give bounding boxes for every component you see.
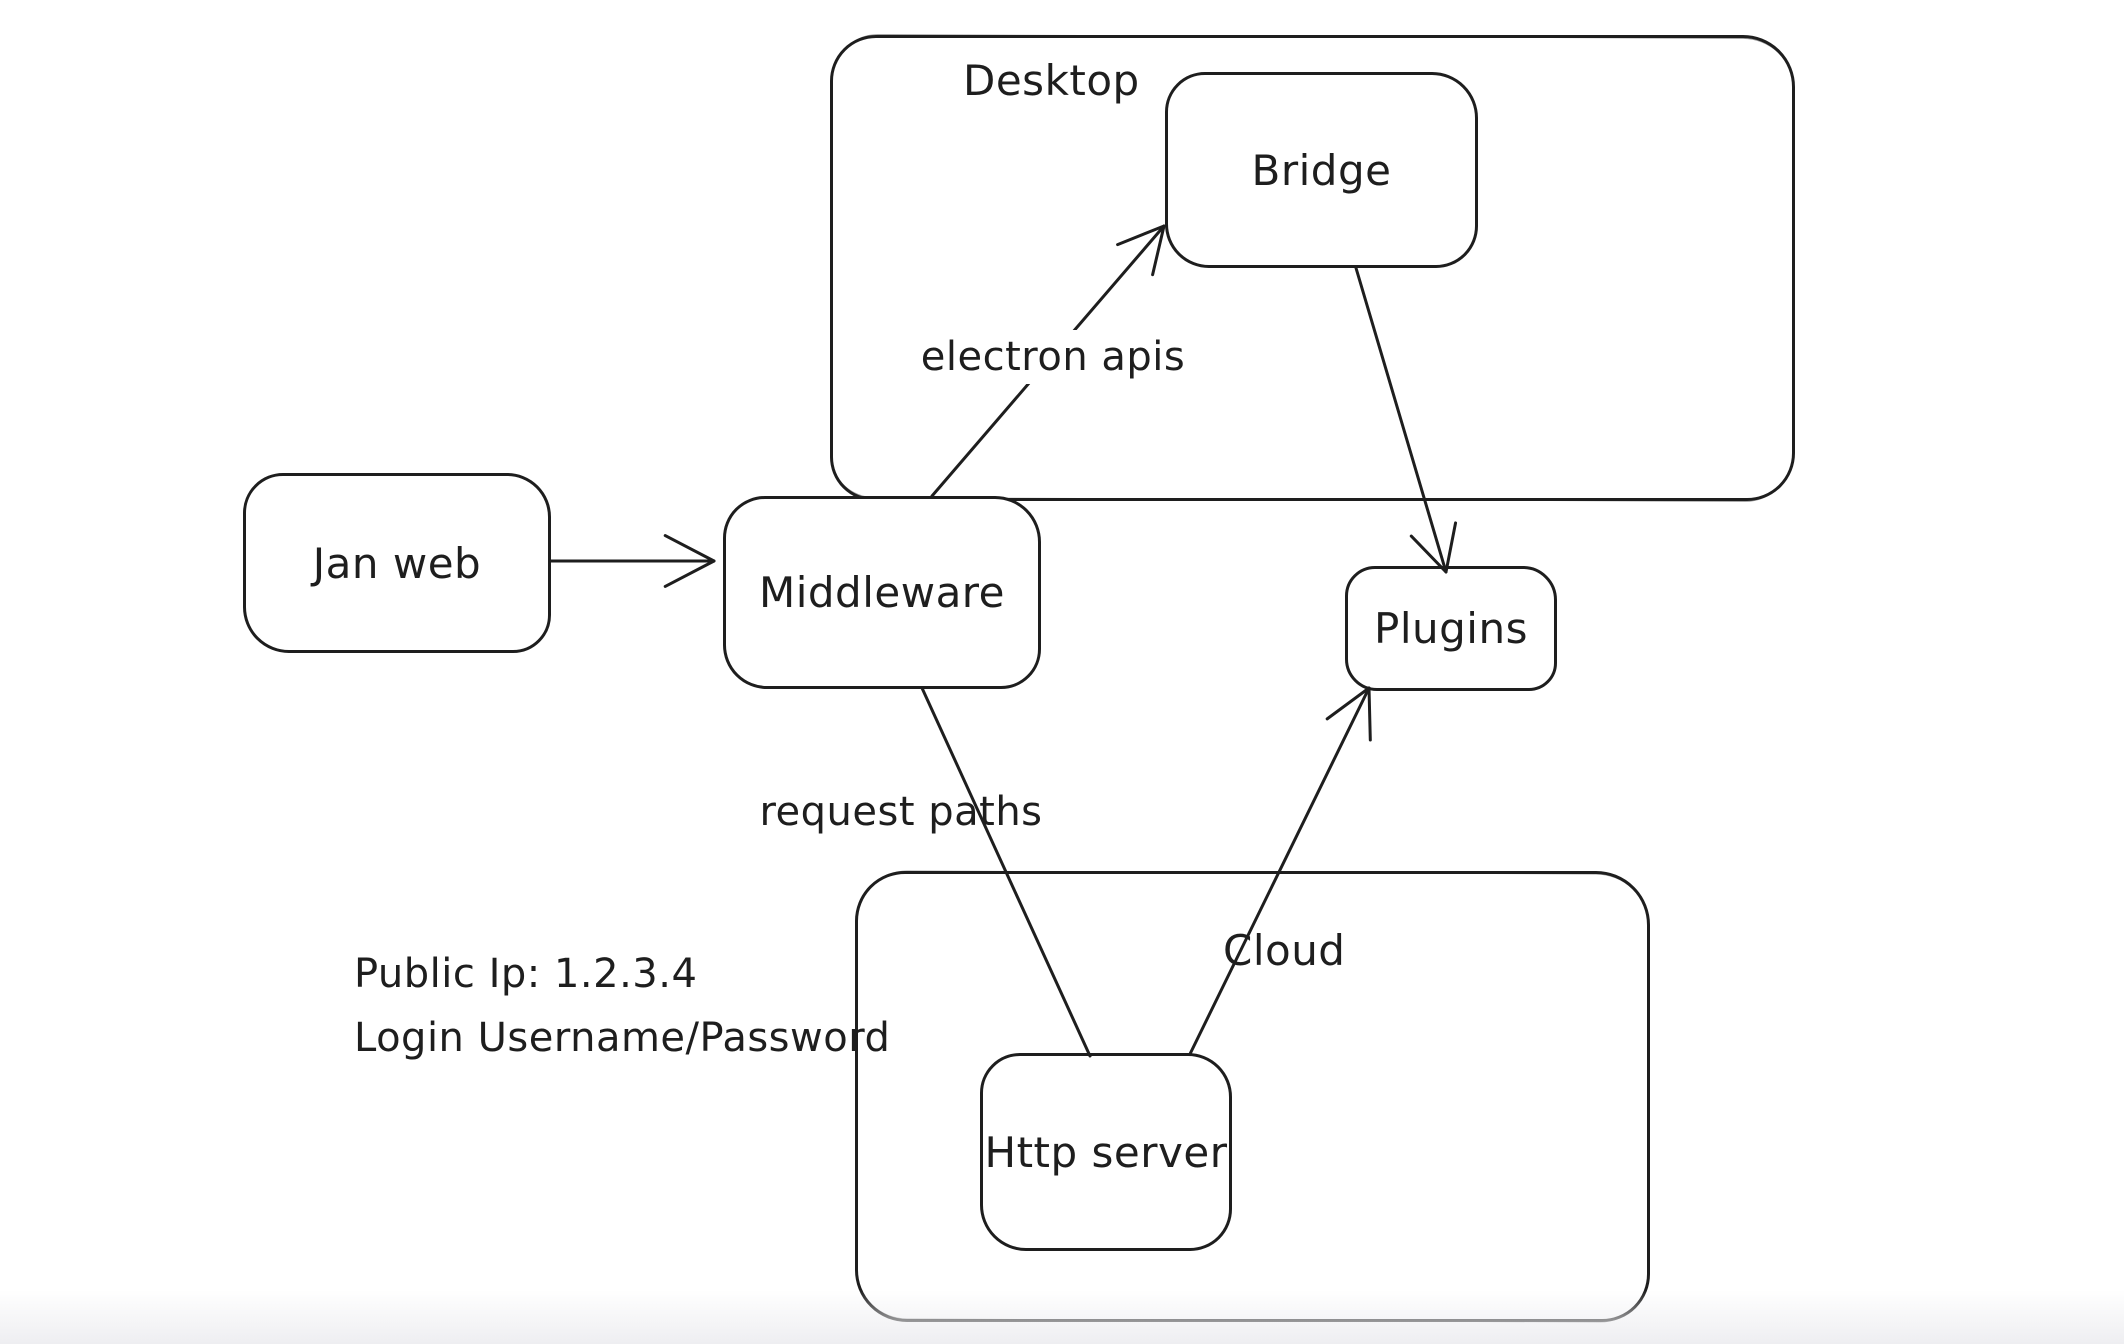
arrow-middleware-to-http-server-line — [920, 686, 1092, 1058]
arrow-http-server-to-plugins[interactable] — [1188, 686, 1372, 1056]
note-line-login: Login Username/Password — [354, 1015, 891, 1061]
node-jan-web-label: Jan web — [312, 538, 482, 588]
arrow-http-server-to-plugins-head — [1325, 686, 1372, 742]
node-http-server[interactable]: Http server — [980, 1053, 1232, 1251]
node-jan-web[interactable]: Jan web — [243, 473, 551, 653]
node-middleware[interactable]: Middleware — [723, 496, 1041, 689]
node-plugins[interactable]: Plugins — [1345, 566, 1557, 691]
arrow-bridge-to-plugins-line — [1354, 266, 1448, 574]
note-line-public-ip: Public Ip: 1.2.3.4 — [354, 951, 698, 997]
arrow-jan-web-to-middleware[interactable] — [549, 534, 716, 588]
node-bridge-label: Bridge — [1251, 145, 1392, 195]
arrow-bridge-to-plugins-head — [1409, 521, 1458, 574]
node-bridge[interactable]: Bridge — [1165, 72, 1478, 268]
arrow-middleware-to-http-server[interactable] — [920, 686, 1092, 1058]
arrow-middleware-to-bridge-head — [1116, 224, 1166, 277]
node-desktop-label: Desktop — [963, 56, 1140, 105]
note-public-ip-login[interactable]: Public Ip: 1.2.3.4 Login Username/Passwo… — [354, 942, 890, 1070]
node-middleware-label: Middleware — [758, 568, 1005, 617]
edge-label-request-paths: request paths — [759, 789, 1043, 835]
node-http-server-label: Http server — [984, 1127, 1228, 1177]
node-cloud-label: Cloud — [1223, 926, 1346, 975]
node-plugins-label: Plugins — [1374, 604, 1528, 653]
arrow-jan-web-to-middleware-head — [663, 534, 716, 588]
arrow-http-server-to-plugins-line — [1188, 686, 1371, 1056]
edge-label-electron-apis: electron apis — [906, 330, 1200, 384]
arrow-bridge-to-plugins[interactable] — [1354, 266, 1458, 574]
